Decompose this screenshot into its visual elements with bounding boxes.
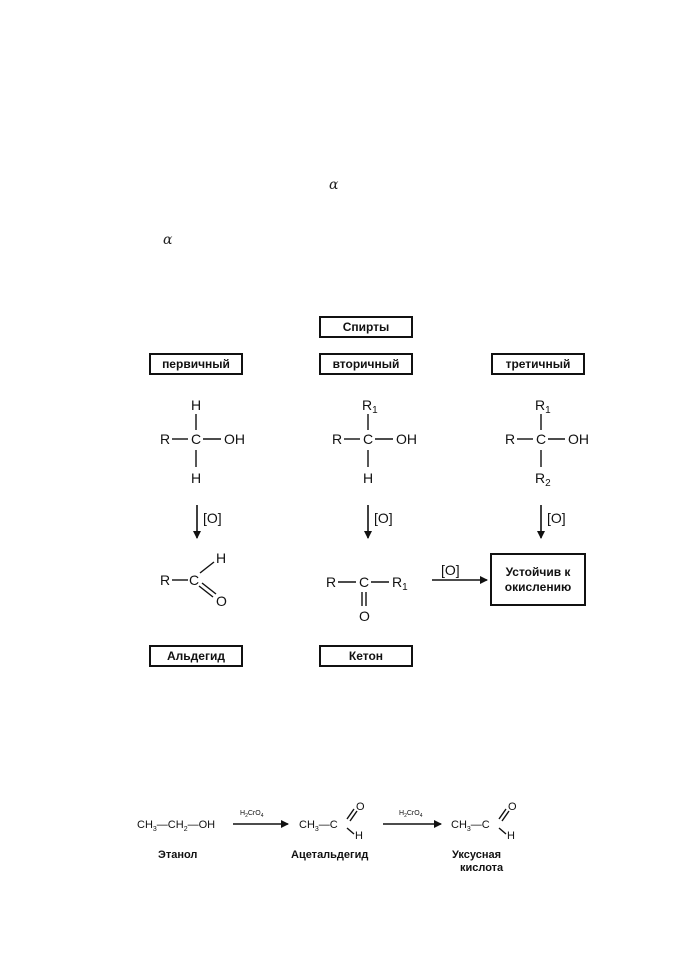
bond <box>199 561 215 574</box>
atom-h: H <box>507 830 515 842</box>
atom-r: R <box>160 431 170 447</box>
oxidant-label: [O] <box>203 510 222 526</box>
atom-r: R1 <box>362 397 378 416</box>
atom-h: H <box>355 830 363 842</box>
oxidant-label: [O] <box>374 510 393 526</box>
oxidant-label: [O] <box>547 510 566 526</box>
alcohols-box: Спирты <box>319 316 413 338</box>
double-bond <box>501 810 510 822</box>
atom-oh: OH <box>224 431 245 447</box>
alpha-symbol: α <box>329 177 339 193</box>
primary-alcohol-structure: H R C OH H <box>160 397 245 486</box>
bond <box>498 827 507 835</box>
atom-r: R <box>332 431 342 447</box>
primary-alcohol-box: первичный <box>149 353 243 375</box>
atom-h: H <box>191 470 201 486</box>
atom-r: R <box>326 574 336 590</box>
acetaldehyde-label: Ацетальдегид <box>291 849 368 861</box>
ethanol-oxidation-reaction: CH3—CH2—OH H2CrO4 CH3—C O H H2CrO4 CH3—C… <box>137 801 517 874</box>
atom-r: R2 <box>535 470 551 489</box>
atom-c: C <box>536 431 546 447</box>
atom-o: O <box>508 801 517 813</box>
reagent-label: H2CrO4 <box>240 810 264 819</box>
double-bond <box>498 808 507 820</box>
double-bond <box>349 810 358 822</box>
double-bond <box>346 808 355 820</box>
oxidant-label: [O] <box>441 562 460 578</box>
atom-h: H <box>191 397 201 413</box>
aldehyde-structure: R C H O <box>160 550 227 609</box>
ethanol-label: Этанол <box>158 849 197 861</box>
acetic-acid-label: кислота <box>460 862 504 874</box>
reagent-label: H2CrO4 <box>399 810 423 819</box>
atom-r: R <box>505 431 515 447</box>
atom-o: O <box>359 608 370 624</box>
atom-h: H <box>216 550 226 566</box>
secondary-alcohol-box: вторичный <box>319 353 413 375</box>
atom-o: O <box>216 593 227 609</box>
acetic-acid-label: Уксусная <box>452 849 501 861</box>
secondary-alcohol-structure: R1 R C OH H <box>332 397 417 486</box>
atom-r: R <box>160 572 170 588</box>
tertiary-alcohol-structure: R1 R C OH R2 <box>505 397 589 489</box>
ethanol-formula: CH3—CH2—OH <box>137 819 215 833</box>
alpha-symbol: α <box>163 232 173 248</box>
atom-r: R1 <box>535 397 551 416</box>
oxidation-stable-box: Устойчив к окислению <box>490 553 586 606</box>
ketone-box: Кетон <box>319 645 413 667</box>
acetic-acid-formula: CH3—C <box>451 819 490 833</box>
bond <box>346 827 355 835</box>
atom-c: C <box>363 431 373 447</box>
acetaldehyde-formula: CH3—C <box>299 819 338 833</box>
atom-oh: OH <box>568 431 589 447</box>
atom-c: C <box>359 574 369 590</box>
atom-o: O <box>356 801 365 813</box>
atom-c: C <box>189 572 199 588</box>
atom-c: C <box>191 431 201 447</box>
tertiary-alcohol-box: третичный <box>491 353 585 375</box>
atom-r: R1 <box>392 574 408 593</box>
atom-oh: OH <box>396 431 417 447</box>
double-bond <box>201 582 217 595</box>
ketone-structure: R C R1 O <box>326 574 408 624</box>
double-bond <box>198 585 214 598</box>
atom-h: H <box>363 470 373 486</box>
aldehyde-box: Альдегид <box>149 645 243 667</box>
